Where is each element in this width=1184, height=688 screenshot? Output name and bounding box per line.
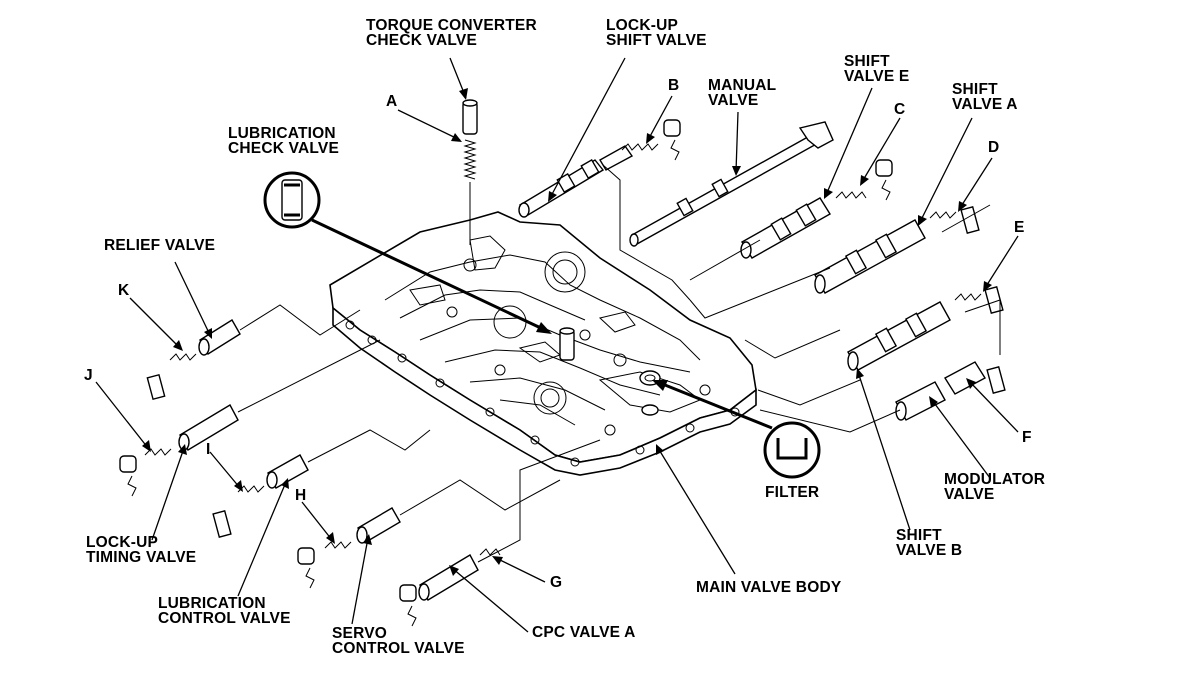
cpc-valve-a xyxy=(399,548,501,627)
guide-lines xyxy=(237,164,1001,563)
callout-b: B xyxy=(668,77,680,94)
callout-k: K xyxy=(118,282,130,299)
servo-control-valve xyxy=(297,507,401,589)
leader-lines xyxy=(95,57,1019,633)
relief-valve-label: RELIEF VALVE xyxy=(104,237,216,254)
callout-c: C xyxy=(894,101,906,118)
manual-valve xyxy=(629,121,834,247)
main-valve-body-label: MAIN VALVE BODY xyxy=(696,579,842,596)
shift-valve-b xyxy=(847,285,1006,395)
torque-converter-check-valve xyxy=(462,99,478,245)
modulator-valve xyxy=(895,361,986,421)
filter-callout xyxy=(652,380,821,479)
main-valve-body xyxy=(329,211,757,476)
cpc-valve-a-label: CPC VALVE A xyxy=(532,624,636,641)
callout-f: F xyxy=(1022,429,1032,446)
lubrication-check-valve-part xyxy=(559,327,575,361)
callout-e: E xyxy=(1014,219,1025,236)
lockup-timing-valve xyxy=(119,404,239,497)
lubrication-control-valve xyxy=(212,454,309,539)
callout-d: D xyxy=(988,139,1000,156)
callout-h: H xyxy=(295,487,307,504)
callout-i: I xyxy=(206,441,211,458)
callout-a: A xyxy=(386,93,398,110)
shift-valve-e xyxy=(740,159,893,259)
callout-g: G xyxy=(550,574,563,591)
lockup-shift-valve xyxy=(518,119,681,218)
relief-valve xyxy=(146,319,241,401)
shift-valve-a xyxy=(814,205,980,294)
callout-j: J xyxy=(84,367,93,384)
lubrication-check-valve-callout xyxy=(263,171,552,334)
filter-label: FILTER xyxy=(765,484,820,501)
